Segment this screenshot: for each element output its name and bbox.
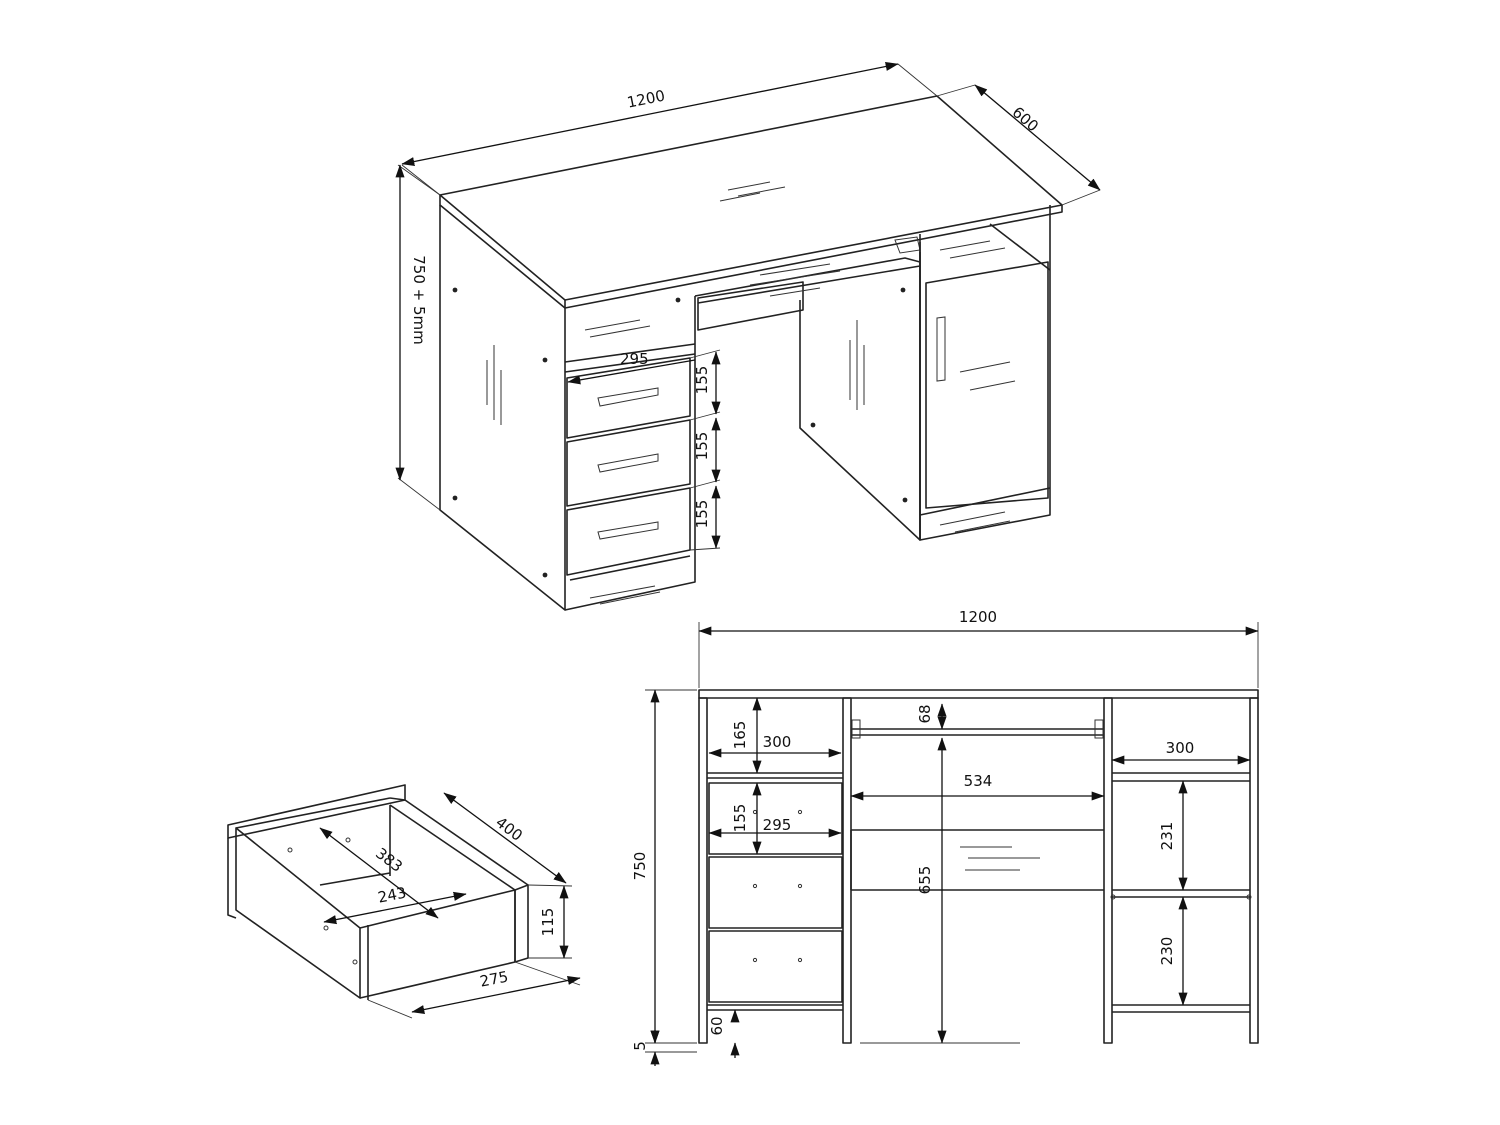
drawer-width-front-label: 295 — [763, 816, 792, 834]
drawer-inner-width-label: 243 — [376, 884, 408, 907]
drawer-height-label-1: 155 — [693, 366, 711, 395]
right-shelf-width-label: 300 — [1166, 739, 1195, 757]
drawer-depth-label: 400 — [492, 813, 526, 845]
right-upper-label: 231 — [1158, 822, 1176, 851]
width-dim-line — [401, 61, 899, 167]
front-foot-label: 5 — [631, 1041, 649, 1051]
isometric-desk — [439, 95, 1063, 611]
drawer-height-label-2: 155 — [693, 432, 711, 461]
right-lower-label: 230 — [1158, 937, 1176, 966]
left-shelf-width-label: 300 — [763, 733, 792, 751]
drawer-width-label: 295 — [620, 350, 649, 368]
front-dimensions: 1200 750 5 60 165 300 155 295 68 534 655… — [631, 608, 1259, 1066]
plinth-label: 60 — [708, 1016, 726, 1035]
knee-width-label: 534 — [964, 772, 993, 790]
knee-height-label: 655 — [916, 866, 934, 895]
drawer-width-label-front: 275 — [478, 968, 510, 991]
drawer-width-dim-line — [567, 359, 696, 385]
front-height-label: 750 — [631, 852, 649, 881]
keyboard-shelf-label: 68 — [916, 704, 934, 723]
depth-label: 600 — [1009, 103, 1042, 135]
height-label: 750 + 5mm — [410, 255, 428, 345]
isometric-dimensions: 1200 600 750 + 5mm 295 155 155 155 — [395, 61, 1101, 551]
front-width-label: 1200 — [959, 608, 997, 626]
depth-dim-line — [974, 84, 1101, 191]
drawer-height-label: 115 — [539, 908, 557, 937]
drawer-height-front-label: 155 — [731, 804, 749, 833]
top-shelf-height-label: 165 — [731, 721, 749, 750]
width-label: 1200 — [626, 87, 667, 112]
drawer-height-label-3: 155 — [693, 500, 711, 529]
